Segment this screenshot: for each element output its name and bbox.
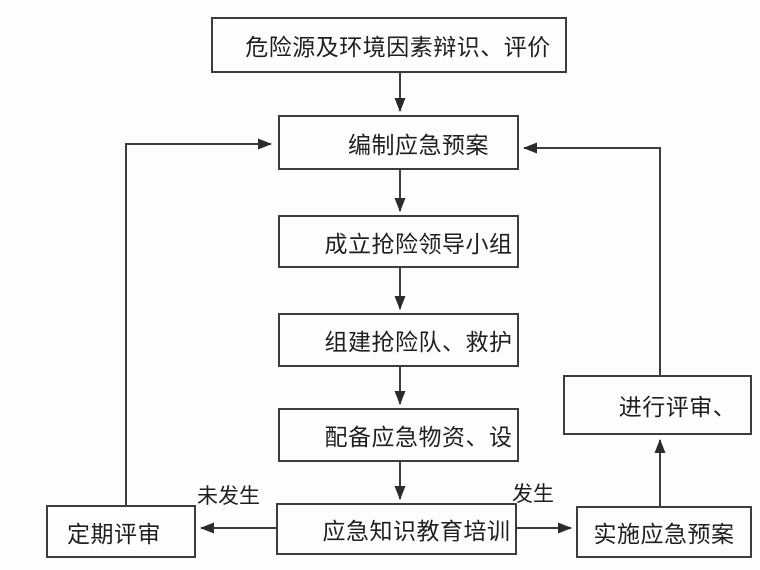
node-compile-plan-label: 编制应急预案 [348,132,489,159]
node-supplies-label: 配备应急物资、设 [324,425,513,451]
edge-label-occurred: 发生 [512,482,554,506]
node-supplies: 配备应急物资、设 [278,408,519,462]
node-rescue-team: 组建抢险队、救护 [278,313,519,367]
edge-label-not-occurred: 未发生 [197,484,260,508]
node-conduct-review: 进行评审、 [563,375,752,435]
node-implement-plan: 实施应急预案 [576,506,752,558]
node-hazard-identification: 危险源及环境因素辩识、评价 [211,17,567,73]
node-rescue-team-label: 组建抢险队、救护 [324,330,513,356]
node-training-label: 应急知识教育培训 [322,519,511,545]
node-implement-plan-label: 实施应急预案 [593,522,735,548]
node-conduct-review-label: 进行评审、 [618,395,737,421]
node-periodic-review-label: 定期评审 [67,521,161,548]
node-leading-group: 成立抢险领导小组 [278,215,519,268]
node-leading-group-label: 成立抢险领导小组 [324,231,513,258]
edge-review-to-compile [523,142,661,375]
node-training: 应急知识教育培训 [276,503,517,555]
node-hazard-identification-label: 危险源及环境因素辩识、评价 [245,35,551,61]
node-periodic-review: 定期评审 [46,505,196,558]
edge-periodic-review-to-compile [125,138,272,505]
node-compile-plan: 编制应急预案 [278,115,519,170]
